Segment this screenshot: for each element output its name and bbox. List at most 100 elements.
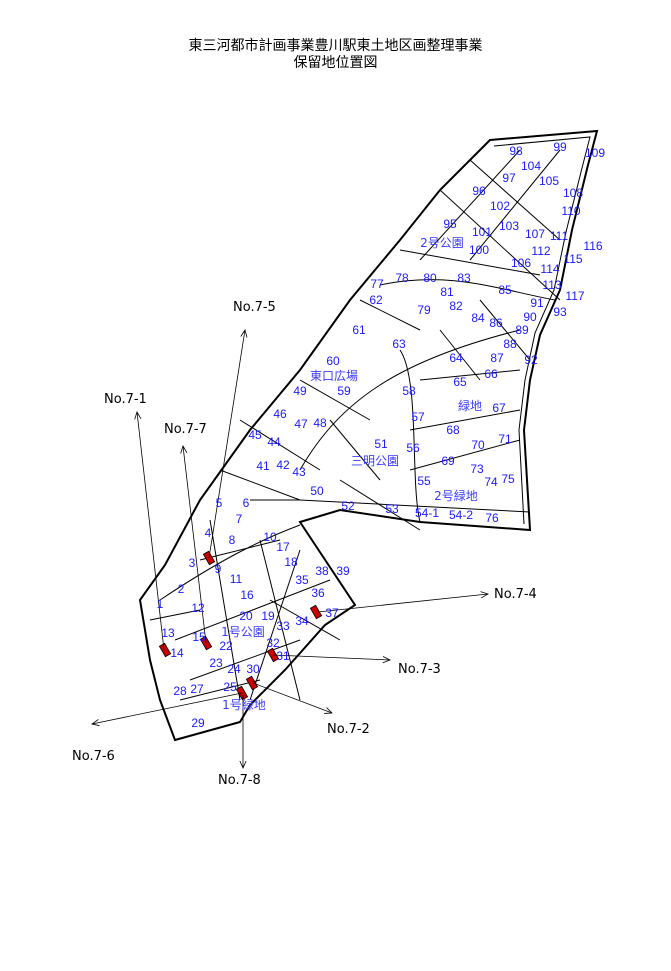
block-number: 78 — [395, 271, 409, 285]
road — [409, 409, 521, 431]
map-subtitle: 保留地位置図 — [293, 55, 378, 71]
block-number: 85 — [498, 283, 512, 297]
block-number: 98 — [509, 144, 523, 158]
block-number: 1 — [157, 597, 164, 611]
reference-label: No.7-5 — [233, 300, 276, 315]
block-number: 27 — [190, 682, 204, 696]
block-number: 53 — [385, 502, 399, 516]
block-number: 114 — [540, 262, 559, 276]
road — [149, 609, 201, 621]
block-number: 67 — [492, 401, 506, 415]
block-number: 6 — [243, 496, 250, 510]
road — [399, 249, 541, 276]
block-number: 2 — [178, 582, 185, 596]
block-number: 112 — [531, 244, 550, 258]
block-number: 15 — [192, 630, 206, 644]
block-number: 56 — [406, 441, 420, 455]
block-number: 33 — [276, 619, 290, 633]
block-number: 68 — [446, 423, 460, 437]
reserved-land-parcel — [309, 604, 323, 620]
block-number: 54-2 — [449, 508, 473, 522]
block-number: 19 — [261, 609, 275, 623]
road — [419, 369, 521, 381]
reference-arrow — [137, 412, 165, 651]
block-number: 82 — [449, 299, 463, 313]
area-name: 1号緑地 — [222, 697, 266, 712]
road — [209, 519, 241, 701]
road — [339, 479, 421, 531]
block-number: 75 — [501, 472, 515, 486]
district-boundary — [138, 129, 599, 742]
block-number: 83 — [457, 271, 471, 285]
road — [269, 599, 341, 641]
block-number: 11 — [230, 572, 243, 586]
road — [399, 349, 421, 523]
block-number: 86 — [489, 316, 503, 330]
reference-arrow — [208, 330, 245, 559]
reference-arrow — [92, 692, 243, 724]
reference-arrows: No.7-1No.7-2No.7-3No.7-4No.7-5No.7-6No.7… — [72, 300, 537, 788]
area-name: 2号緑地 — [434, 488, 478, 503]
road — [379, 279, 556, 301]
block-number: 113 — [542, 278, 561, 292]
block-number: 62 — [369, 293, 383, 307]
block-number: 48 — [313, 416, 327, 430]
reference-arrow — [272, 654, 390, 660]
block-number: 52 — [341, 499, 355, 513]
block-number: 50 — [310, 484, 324, 498]
block-number: 109 — [585, 146, 605, 160]
block-number: 12 — [191, 601, 205, 615]
road — [239, 419, 321, 471]
block-number: 41 — [256, 459, 270, 473]
block-number: 111 — [550, 229, 569, 243]
block-number: 36 — [311, 586, 325, 600]
area-name: 1号公園 — [221, 625, 265, 639]
block-number: 71 — [498, 432, 512, 446]
block-number: 102 — [490, 199, 510, 213]
block-number: 13 — [161, 626, 175, 640]
block-number: 4 — [205, 526, 212, 540]
reference-label: No.7-4 — [494, 587, 537, 602]
reference-arrow — [183, 446, 207, 644]
block-number: 97 — [502, 171, 516, 185]
block-number: 115 — [563, 252, 582, 266]
road — [179, 679, 261, 701]
reference-label: No.7-3 — [398, 662, 441, 677]
block-number: 89 — [515, 323, 529, 337]
block-number: 22 — [219, 639, 233, 653]
block-number: 106 — [511, 256, 531, 270]
block-number: 110 — [561, 204, 580, 218]
block-number: 61 — [352, 323, 366, 337]
road — [469, 159, 561, 241]
block-number: 69 — [441, 454, 455, 468]
block-number: 28 — [173, 684, 187, 698]
block-number: 10 — [263, 530, 277, 544]
block-number: 117 — [565, 289, 584, 303]
block-number: 23 — [209, 656, 223, 670]
boundary-inner — [493, 136, 591, 525]
road — [159, 524, 301, 601]
block-number: 107 — [525, 227, 545, 241]
road — [409, 439, 521, 471]
block-number: 32 — [266, 636, 280, 650]
road — [249, 549, 301, 701]
block-number: 100 — [469, 243, 489, 257]
block-number: 88 — [503, 337, 517, 351]
block-number: 31 — [276, 649, 290, 663]
block-number: 16 — [240, 588, 254, 602]
road — [219, 469, 301, 501]
block-number: 5 — [216, 496, 223, 510]
block-number: 65 — [453, 375, 467, 389]
block-number: 96 — [472, 184, 486, 198]
road — [299, 329, 521, 471]
reserved-land-parcel — [158, 642, 172, 658]
map-title: 東三河都市計画事業豊川駅東土地区画整理事業 — [188, 38, 483, 54]
road — [419, 149, 521, 261]
block-number: 87 — [490, 351, 504, 365]
reference-label: No.7-6 — [72, 749, 115, 764]
block-number: 104 — [521, 159, 541, 173]
block-number: 64 — [449, 351, 463, 365]
block-number: 93 — [553, 305, 567, 319]
area-name: 緑地 — [458, 398, 482, 413]
